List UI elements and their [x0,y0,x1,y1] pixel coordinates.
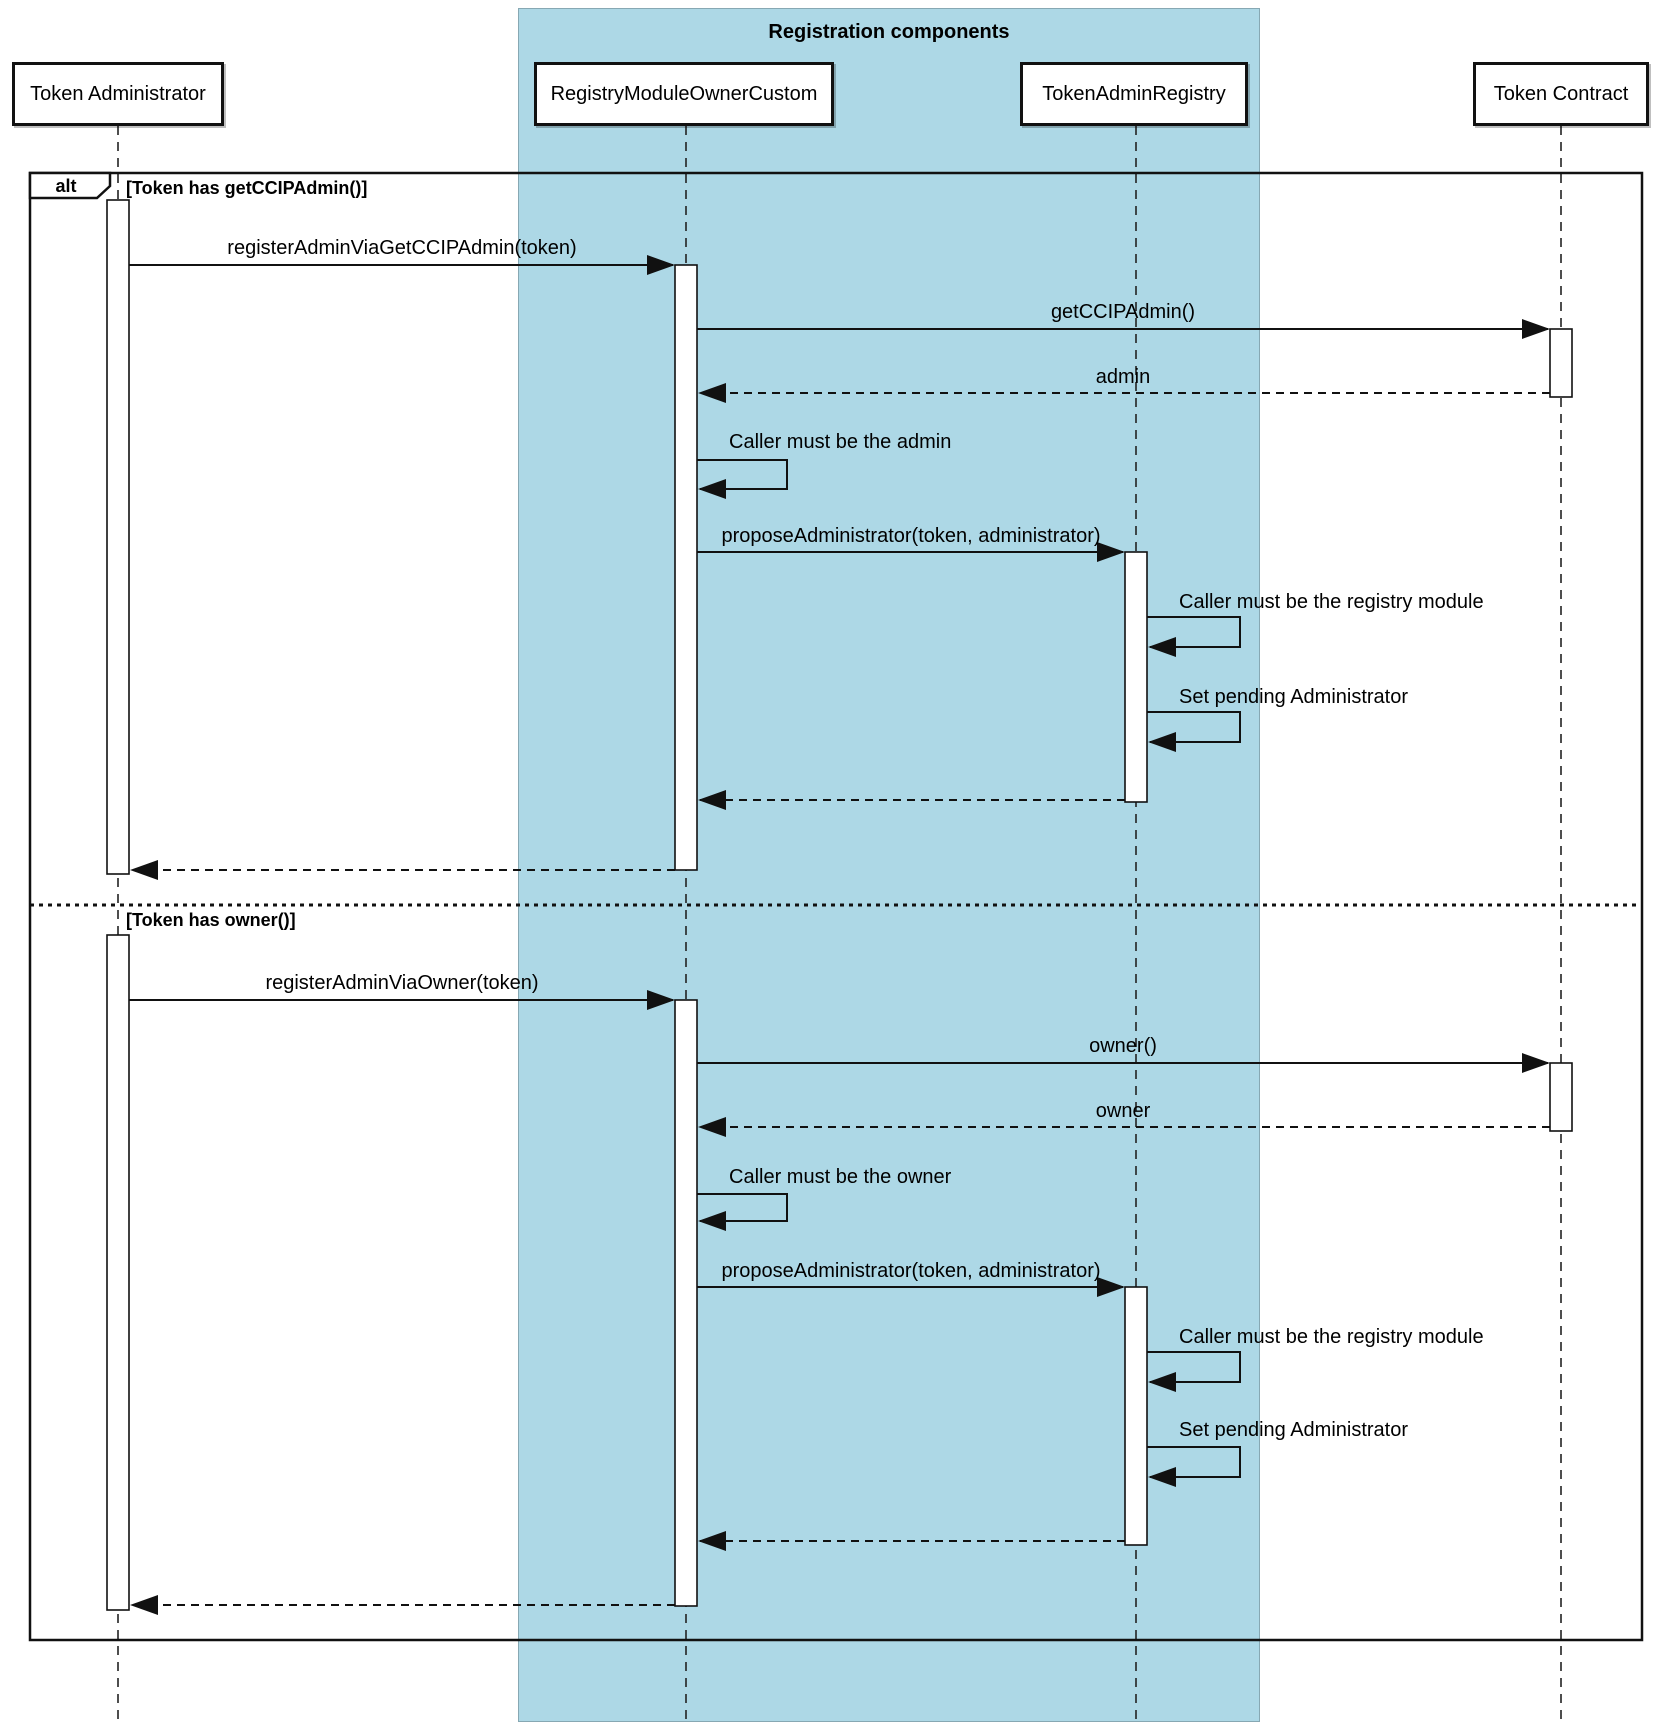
participant-label: RegistryModuleOwnerCustom [550,82,818,105]
alt-frame-pentagon [28,171,112,200]
participant-label: Token Administrator [30,82,206,105]
label-register-admin-via-getccipadmin: registerAdminViaGetCCIPAdmin(token) [227,237,577,259]
self-loop-caller-must-be-owner [697,1193,788,1231]
participant-label: TokenAdminRegistry [1042,82,1226,105]
activation-token-admin-registry-1 [1124,551,1148,803]
label-owner-call: owner() [1089,1035,1157,1057]
alt-operator-label: alt [55,176,77,196]
alt-condition-1: [Token has getCCIPAdmin()] [126,178,368,198]
label-propose-administrator-2: proposeAdministrator(token, administrato… [721,1260,1101,1282]
self-loop-set-pending-administrator-1 [1147,711,1241,752]
label-register-admin-via-owner: registerAdminViaOwner(token) [265,972,539,994]
activation-token-contract-1 [1549,328,1573,398]
activation-token-admin-registry-2 [1124,1286,1148,1546]
activation-registry-module-1 [674,264,698,871]
participant-token-admin-registry: TokenAdminRegistry [1020,62,1248,126]
label-caller-registry-module-2: Caller must be the registry module [1179,1326,1484,1348]
alt-condition-2: [Token has owner()] [126,910,296,930]
self-loop-caller-registry-module-2 [1147,1351,1241,1392]
activation-registry-module-2 [674,999,698,1607]
participant-label: Token Contract [1493,82,1629,105]
activation-token-administrator-2 [106,934,130,1611]
label-owner-return: owner [1095,1100,1151,1122]
label-set-pending-administrator-2: Set pending Administrator [1179,1419,1409,1441]
label-caller-registry-module-1: Caller must be the registry module [1179,591,1484,613]
self-loop-caller-registry-module-1 [1147,616,1241,657]
participant-registry-module-owner-custom: RegistryModuleOwnerCustom [534,62,834,126]
label-getccipadmin: getCCIPAdmin() [1050,301,1196,323]
label-set-pending-administrator-1: Set pending Administrator [1179,686,1409,708]
participant-token-administrator: Token Administrator [12,62,224,126]
label-admin-return: admin [1095,366,1151,388]
label-propose-administrator-1: proposeAdministrator(token, administrato… [721,525,1101,547]
participant-token-contract: Token Contract [1473,62,1649,126]
activation-token-administrator-1 [106,199,130,875]
self-loop-set-pending-administrator-2 [1147,1446,1241,1487]
self-loop-caller-must-be-admin [697,459,788,499]
label-caller-must-be-owner: Caller must be the owner [729,1166,952,1188]
group-title: Registration components [768,21,1010,43]
activation-token-contract-2 [1549,1062,1573,1132]
label-caller-must-be-admin: Caller must be the admin [729,431,952,453]
